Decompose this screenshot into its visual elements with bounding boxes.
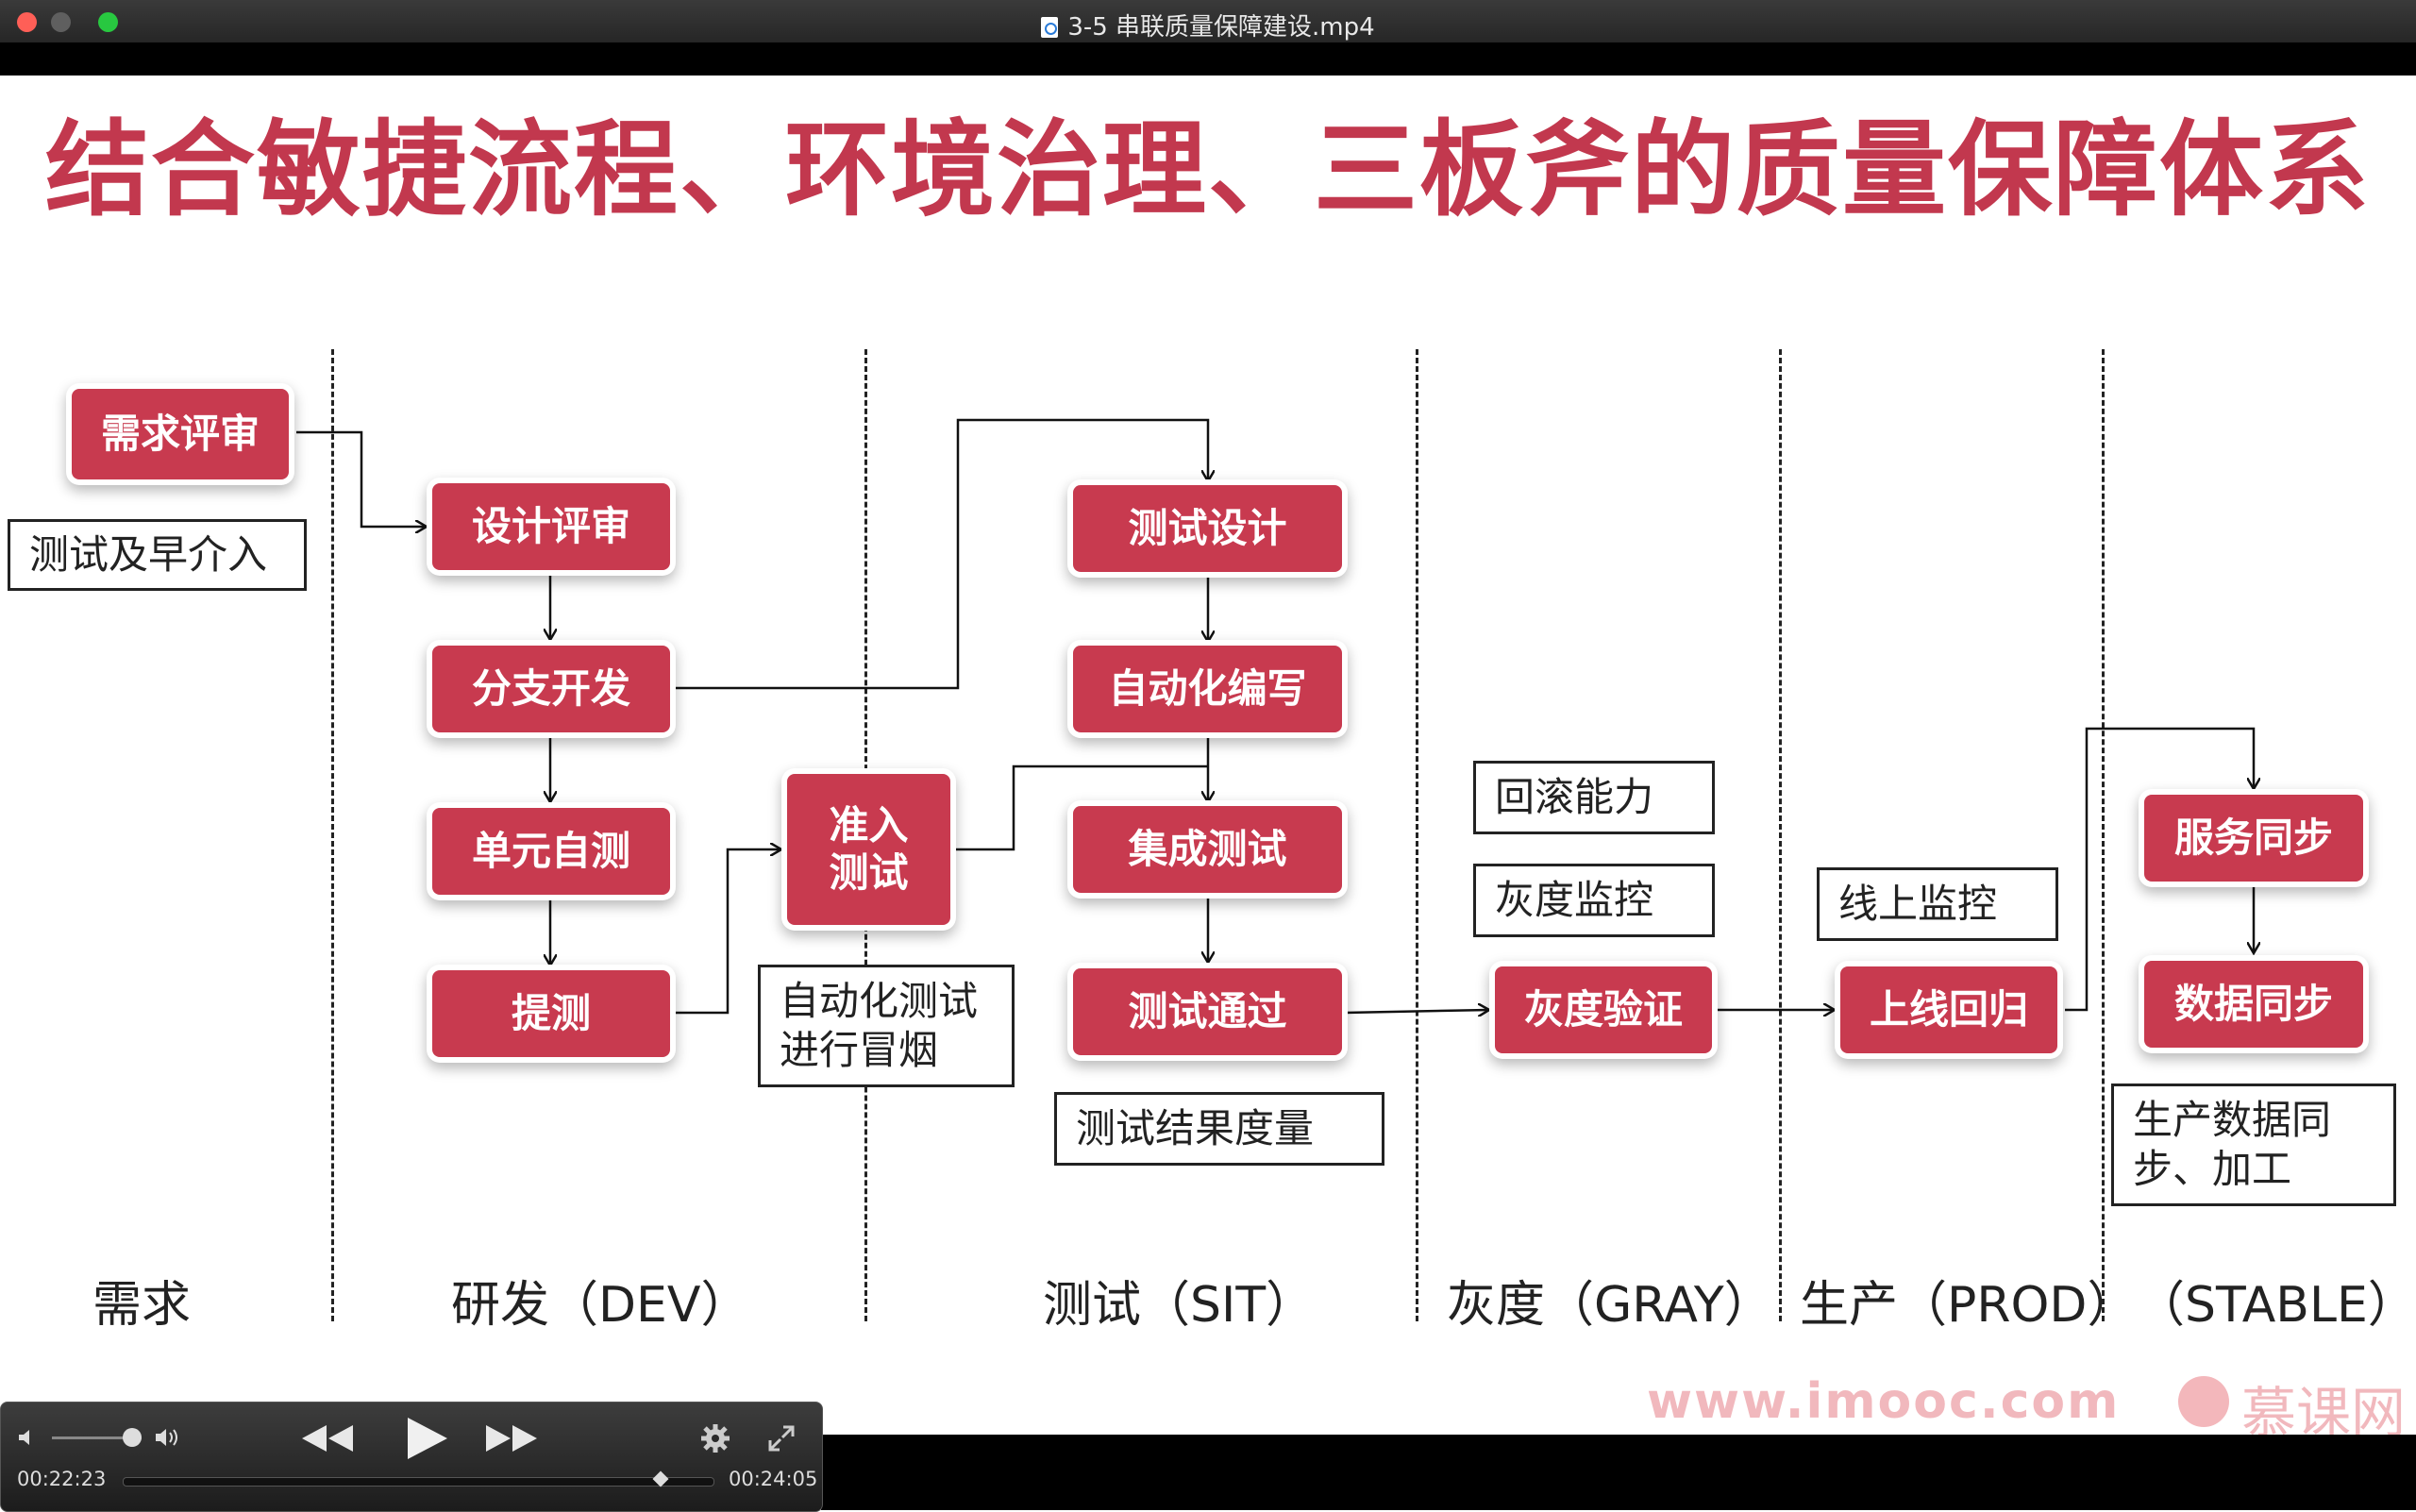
window-title: 3-5 串联质量保障建设.mp4 [0,8,2416,42]
arrow-submit-to-admission [676,849,781,1015]
stage-divider [1779,349,1782,1321]
close-window-button[interactable] [17,12,37,32]
watermark-brand: 慕课网 [2241,1381,2407,1445]
note-automation-smoke: 自动化测试 进行冒烟 [758,965,1015,1087]
note-online-monitoring: 线上监控 [1817,867,2058,941]
window-title-text: 3-5 串联质量保障建设.mp4 [1067,13,1375,42]
volume-high-icon[interactable] [154,1425,184,1450]
gear-icon[interactable] [700,1423,730,1453]
letterbox-top [0,42,2416,76]
slide-title: 结合敏捷流程、环境治理、三板斧的质量保障体系 [45,109,2371,230]
node-release-regression: 上线回归 [1840,966,2057,1053]
arrow-branch-to-testdesign [676,418,1208,690]
seek-bar[interactable] [123,1477,714,1487]
note-gray-monitoring: 灰度监控 [1473,864,1715,937]
node-requirement-review: 需求评审 [72,389,289,479]
node-submit-test: 提测 [432,970,670,1057]
arrow-req-to-design [296,430,427,527]
node-integration-test: 集成测试 [1073,806,1342,893]
node-test-passed: 测试通过 [1073,968,1342,1055]
node-unit-self-test: 单元自测 [432,808,670,895]
node-service-sync: 服务同步 [2144,795,2363,882]
stage-label-prod: 生产（PROD） [1800,1277,2137,1334]
play-icon[interactable] [404,1416,451,1461]
node-design-review: 设计评审 [432,483,670,570]
video-file-icon [1041,17,1059,38]
window-titlebar: 3-5 串联质量保障建设.mp4 [0,0,2416,43]
node-data-sync: 数据同步 [2144,961,2363,1048]
stage-divider [2102,349,2105,1321]
note-production-data: 生产数据同 步、加工 [2111,1084,2396,1206]
note-early-involvement: 测试及早介入 [8,519,307,591]
arrow-admission-to-integration [956,764,1208,851]
imooc-logo-icon [2178,1376,2229,1427]
total-time: 00:24:05 [729,1468,818,1490]
stage-divider [1416,349,1418,1321]
volume-knob[interactable] [123,1428,142,1447]
volume-low-icon[interactable] [17,1427,38,1448]
watermark-url: www.imooc.com [1647,1373,2121,1430]
node-admission-test: 准入 测试 [787,774,950,925]
rewind-icon[interactable] [300,1422,355,1454]
arrow-release-to-service [2065,727,2254,1012]
node-test-design: 测试设计 [1073,485,1342,572]
node-branch-development: 分支开发 [432,646,670,732]
stage-label-sit: 测试（SIT） [1043,1277,1316,1334]
volume-slider[interactable] [52,1436,142,1439]
note-rollback: 回滚能力 [1473,761,1715,834]
stage-label-dev: 研发（DEV） [451,1277,750,1334]
node-gray-verification: 灰度验证 [1495,966,1712,1053]
stage-label-requirement: 需求 [92,1277,192,1334]
node-automation-writing: 自动化编写 [1073,646,1342,732]
fullscreen-icon[interactable] [766,1423,797,1453]
stage-label-stable: （STABLE） [2136,1277,2416,1334]
zoom-window-button[interactable] [98,12,118,32]
stage-divider [331,349,334,1321]
letterbox-bottom [821,1435,2416,1510]
minimize-window-button[interactable] [51,12,71,32]
stage-label-gray: 灰度（GRAY） [1447,1277,1773,1334]
fast-forward-icon[interactable] [484,1422,539,1454]
elapsed-time: 00:22:23 [17,1468,107,1490]
note-result-measurement: 测试结果度量 [1054,1092,1384,1166]
arrow-passed-to-gray [1344,1010,1489,1013]
